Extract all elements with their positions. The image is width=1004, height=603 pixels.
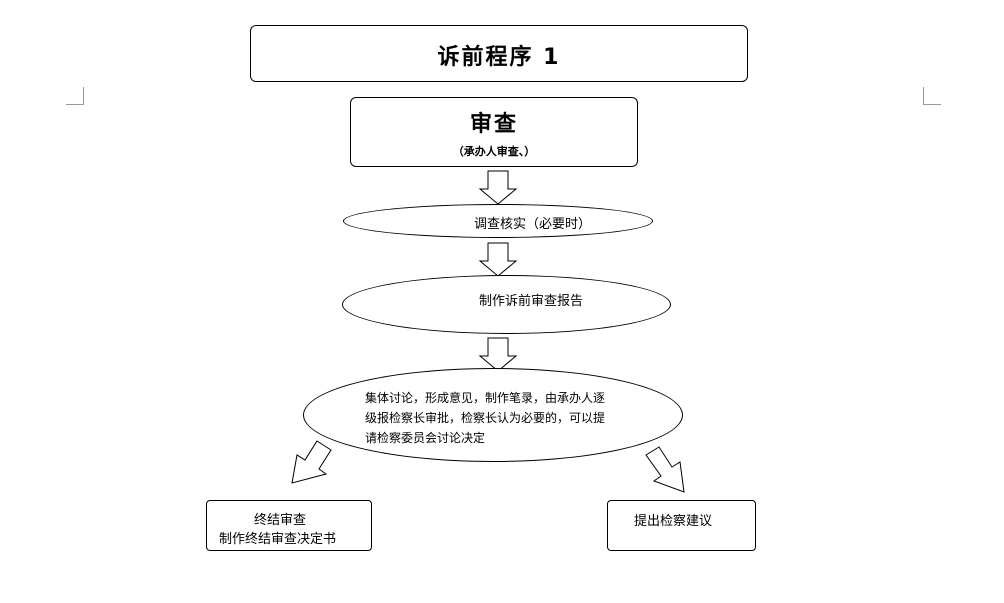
down-arrow-2	[478, 242, 518, 277]
report-step-ellipse: 制作诉前审查报告	[342, 275, 671, 334]
verify-step-ellipse: 调查核实（必要时）	[343, 204, 653, 238]
report-step-label: 制作诉前审查报告	[479, 294, 584, 309]
review-heading: 审查	[469, 112, 518, 137]
review-subtitle: （承办人审查、）	[452, 145, 536, 158]
terminate-review-box: 终结审查 制作终结审查决定书	[206, 500, 372, 551]
title-box: 诉前程序 1	[250, 25, 748, 82]
review-box: 审查 （承办人审查、）	[350, 97, 638, 167]
verify-step-label: 调查核实（必要时）	[474, 217, 592, 232]
terminate-review-line-1: 终结审查	[254, 513, 307, 528]
down-arrow-3	[478, 337, 518, 372]
discussion-step-ellipse: 集体讨论，形成意见，制作笔录，由承办人逐 级报检察长审批，检察长认为必要的，可以…	[303, 368, 683, 462]
down-arrow-1	[478, 170, 518, 205]
discussion-line-3: 请检察委员会讨论决定	[365, 431, 486, 445]
discussion-line-1: 集体讨论，形成意见，制作笔录，由承办人逐	[365, 391, 606, 405]
page-corner-mark-right	[923, 87, 941, 105]
terminate-review-line-2: 制作终结审查决定书	[219, 532, 337, 547]
procuratorial-suggestion-label: 提出检察建议	[634, 514, 713, 529]
page-corner-mark-left	[66, 87, 84, 105]
discussion-line-2: 级报检察长审批，检察长认为必要的，可以提	[365, 411, 606, 425]
procuratorial-suggestion-box: 提出检察建议	[607, 500, 756, 551]
diagram-title: 诉前程序 1	[437, 45, 561, 70]
